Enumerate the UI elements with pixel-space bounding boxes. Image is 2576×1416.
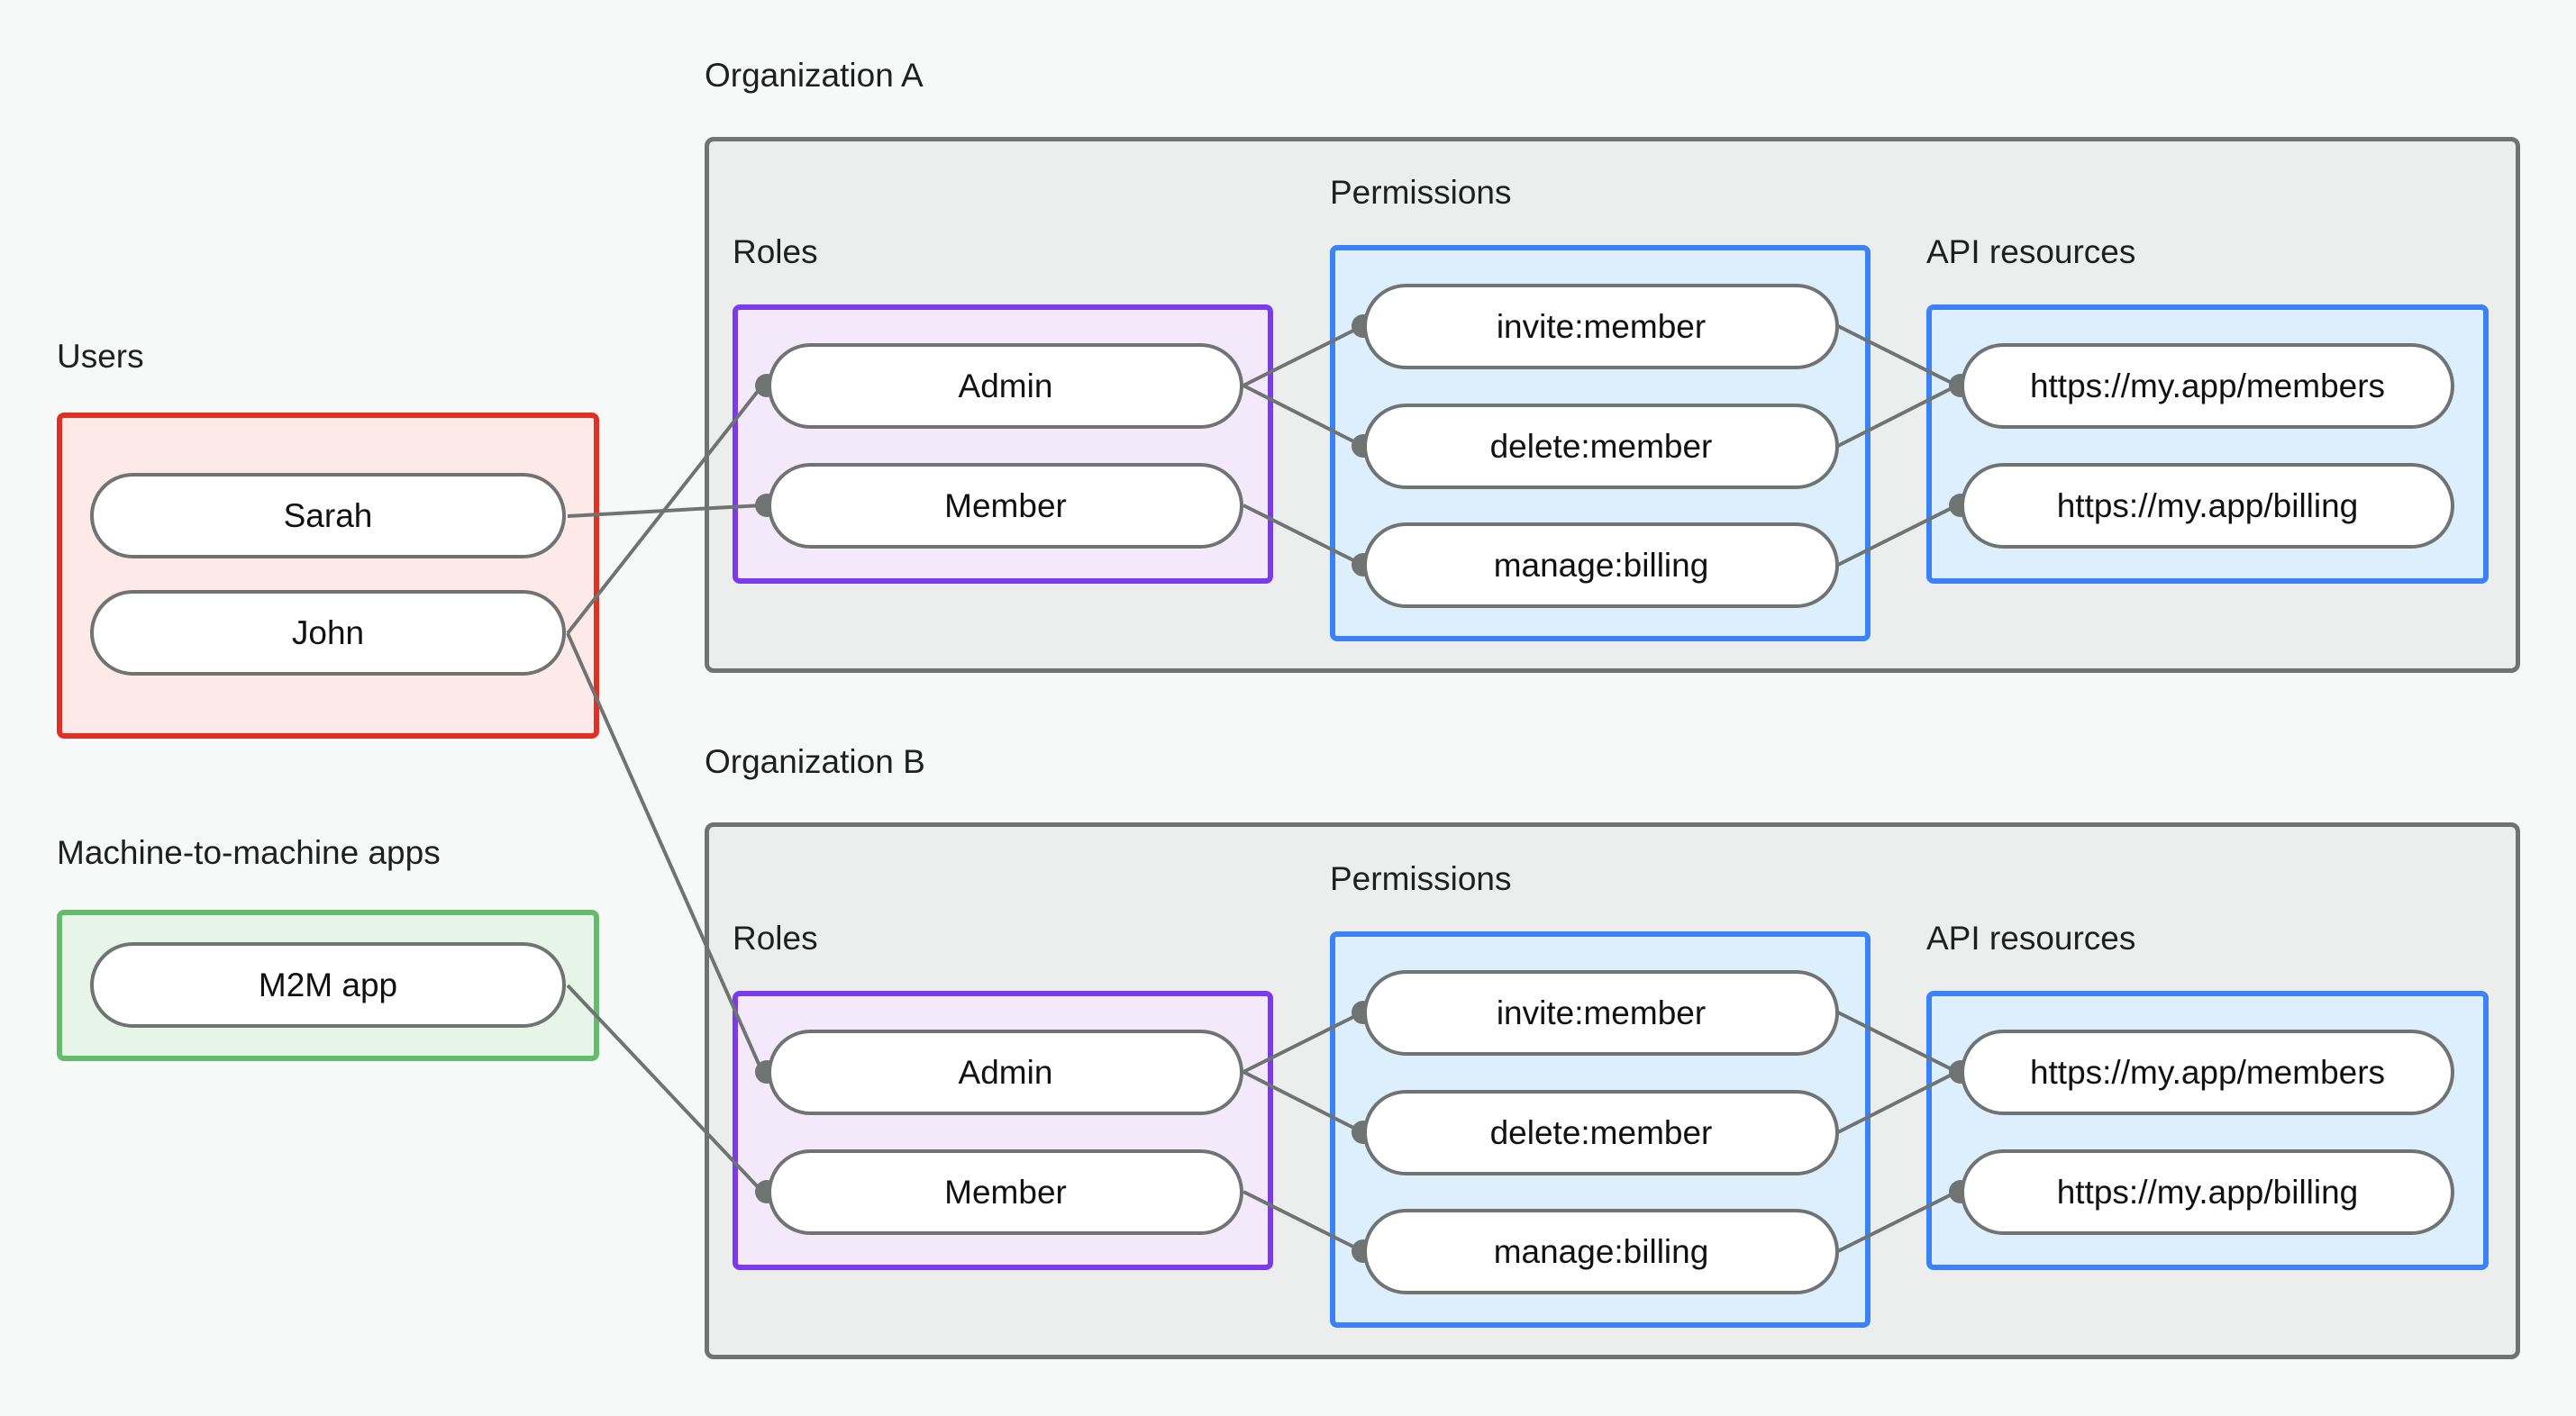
m2m-node-app[interactable]: M2M app	[90, 942, 566, 1028]
org-a-roles-label: Roles	[733, 233, 818, 270]
org-b-permission-delete-member[interactable]: delete:member	[1363, 1090, 1839, 1175]
org-a-api-resource-billing[interactable]: https://my.app/billing	[1961, 463, 2454, 549]
api-resource-label: https://my.app/billing	[2056, 1173, 2359, 1211]
api-resource-label: https://my.app/billing	[2056, 486, 2359, 524]
org-a-role-member[interactable]: Member	[768, 463, 1243, 549]
org-b-api-resource-members[interactable]: https://my.app/members	[1961, 1030, 2454, 1115]
permission-label: delete:member	[1489, 427, 1713, 465]
org-a-api-resources-label: API resources	[1926, 233, 2136, 270]
org-a-permission-manage-billing[interactable]: manage:billing	[1363, 522, 1839, 608]
organization-b-label: Organization B	[705, 743, 925, 780]
org-a-role-admin[interactable]: Admin	[768, 343, 1243, 429]
org-a-permissions-label: Permissions	[1330, 174, 1512, 211]
m2m-node-label: M2M app	[258, 966, 398, 1003]
org-b-api-resources-label: API resources	[1926, 920, 2136, 957]
api-resource-label: https://my.app/members	[2029, 367, 2386, 404]
users-label: Users	[57, 338, 144, 375]
m2m-apps-label: Machine-to-machine apps	[57, 834, 441, 871]
permission-label: delete:member	[1489, 1113, 1713, 1151]
org-b-permission-invite-member[interactable]: invite:member	[1363, 970, 1839, 1056]
org-a-permission-invite-member[interactable]: invite:member	[1363, 284, 1839, 369]
org-a-permission-delete-member[interactable]: delete:member	[1363, 404, 1839, 489]
org-b-api-resource-billing[interactable]: https://my.app/billing	[1961, 1149, 2454, 1235]
user-node-john[interactable]: John	[90, 590, 566, 676]
role-label: Member	[944, 1173, 1067, 1211]
users-container	[57, 413, 599, 739]
org-b-roles-label: Roles	[733, 920, 818, 957]
role-label: Admin	[958, 1053, 1053, 1091]
role-label: Member	[944, 486, 1067, 524]
user-node-label: John	[291, 613, 365, 651]
permission-label: manage:billing	[1493, 1232, 1709, 1270]
org-b-role-admin[interactable]: Admin	[768, 1030, 1243, 1115]
org-a-api-resource-members[interactable]: https://my.app/members	[1961, 343, 2454, 429]
organization-a-label: Organization A	[705, 57, 924, 94]
role-label: Admin	[958, 367, 1053, 404]
org-b-permissions-label: Permissions	[1330, 860, 1512, 897]
api-resource-label: https://my.app/members	[2029, 1053, 2386, 1091]
permission-label: manage:billing	[1493, 546, 1709, 584]
org-b-permission-manage-billing[interactable]: manage:billing	[1363, 1209, 1839, 1294]
user-node-sarah[interactable]: Sarah	[90, 473, 566, 558]
org-b-role-member[interactable]: Member	[768, 1149, 1243, 1235]
user-node-label: Sarah	[283, 496, 373, 534]
permission-label: invite:member	[1496, 994, 1707, 1031]
permission-label: invite:member	[1496, 307, 1707, 345]
